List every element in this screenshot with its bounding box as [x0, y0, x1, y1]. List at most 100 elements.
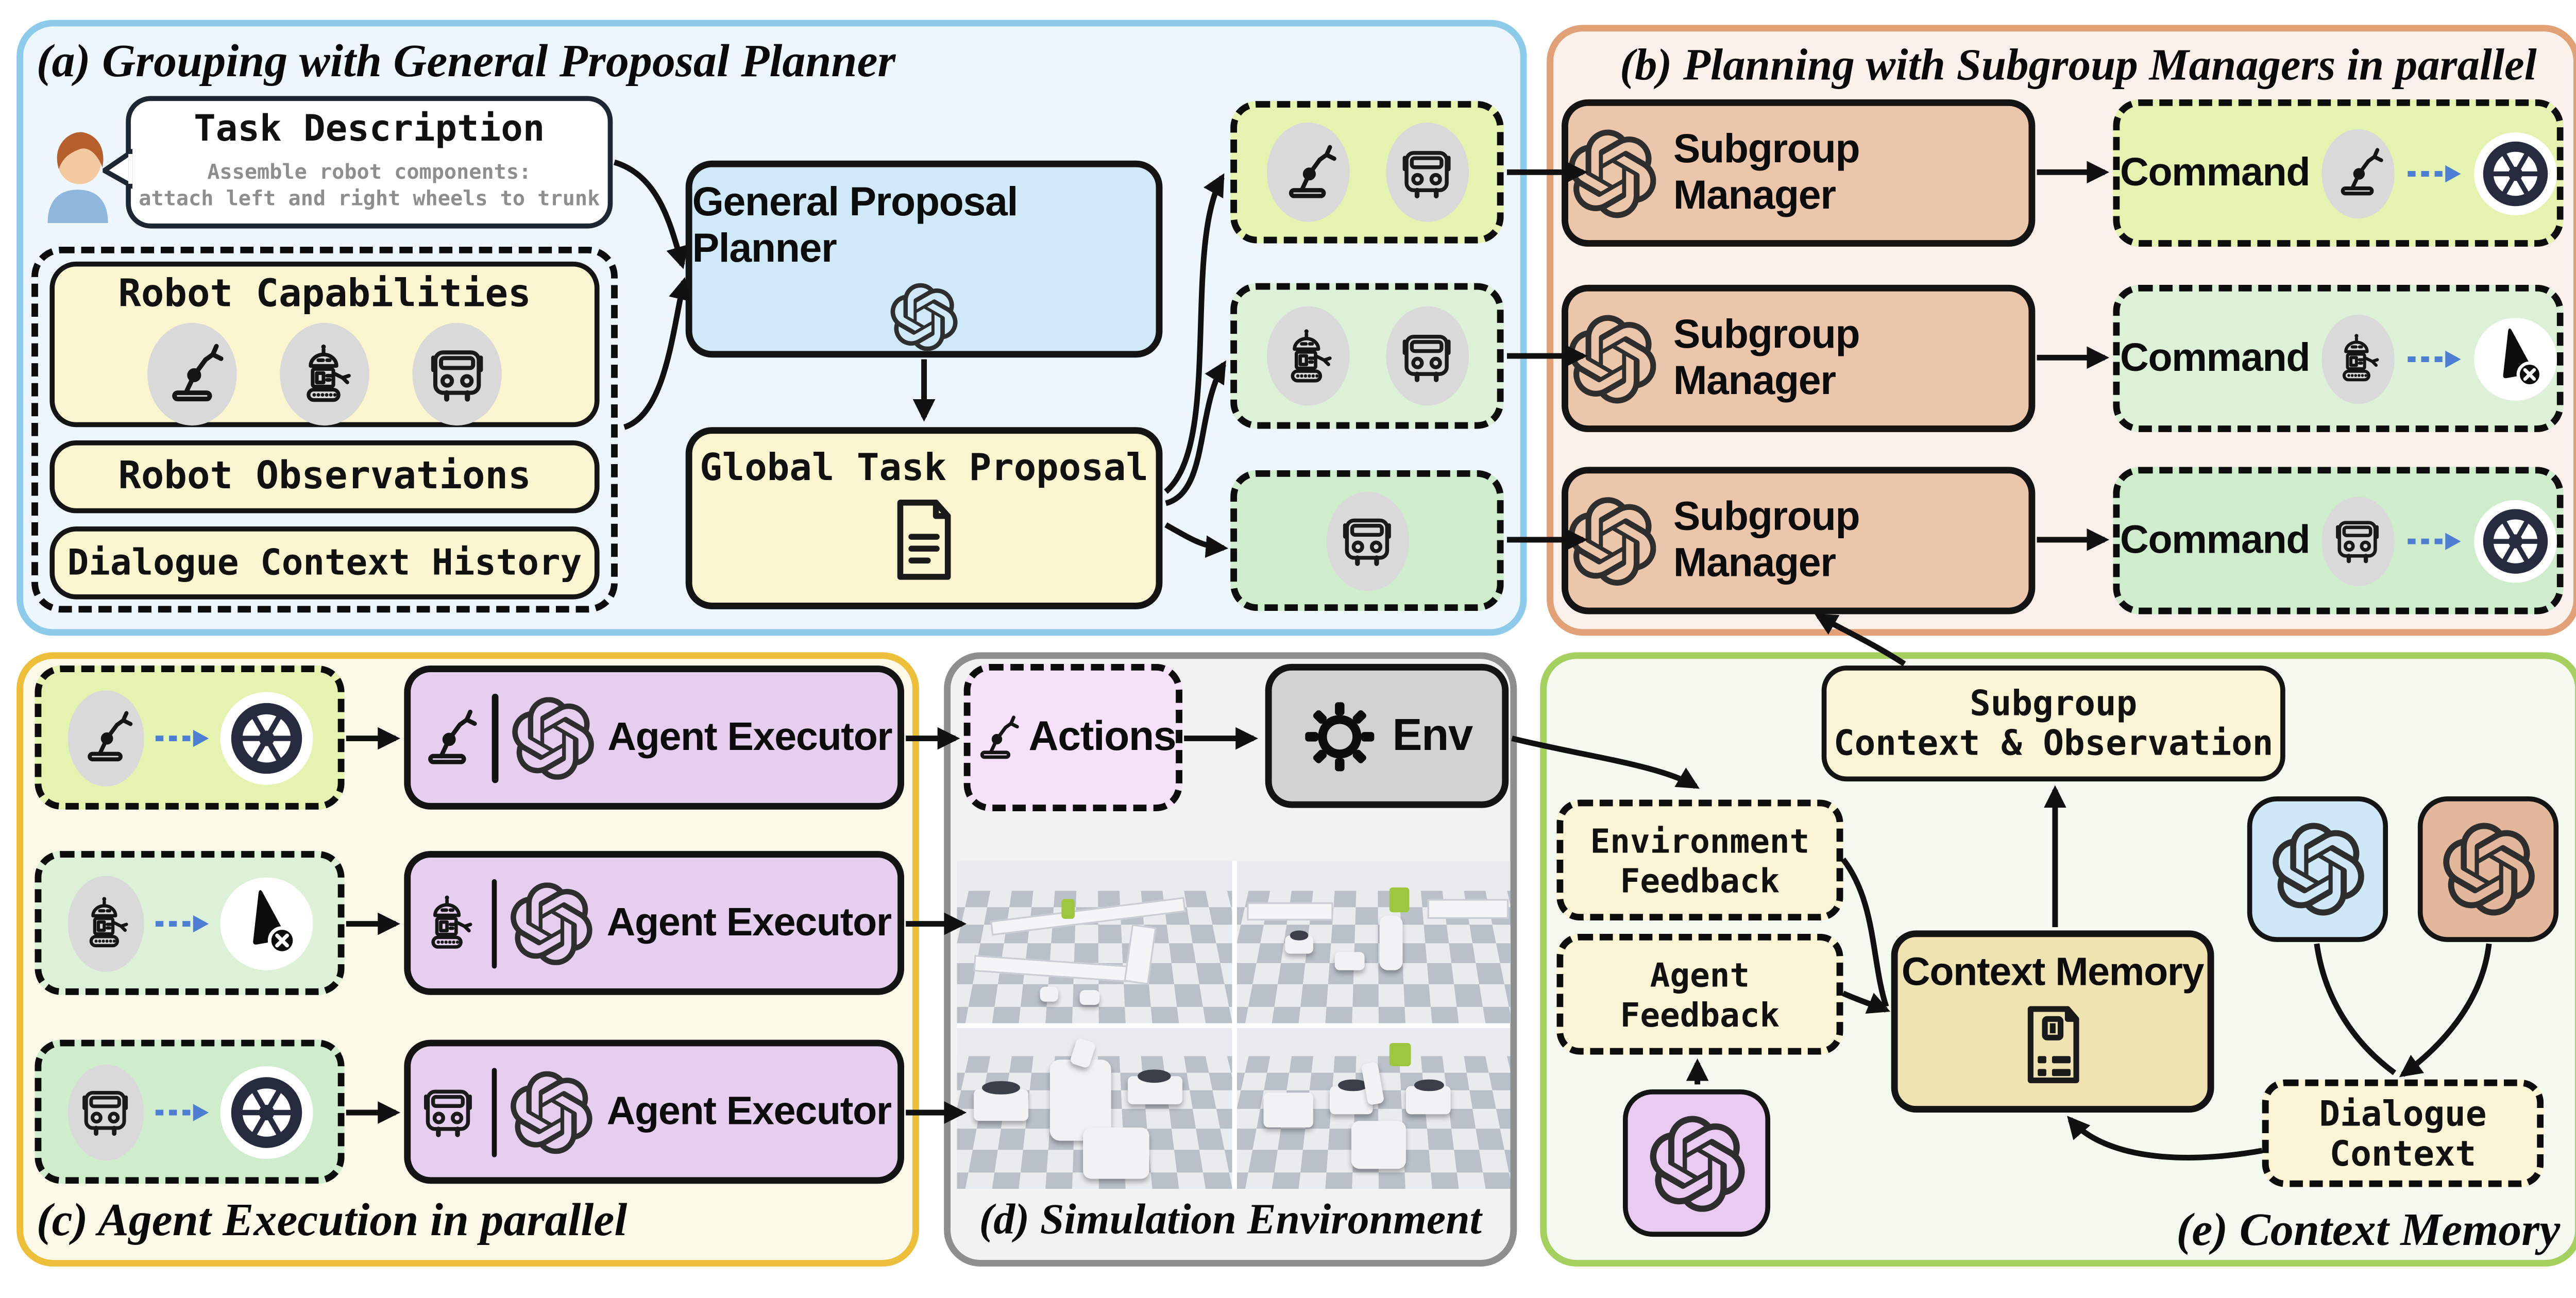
openai-logo-icon: [511, 882, 594, 965]
divider: [492, 693, 499, 782]
truck-icon: [417, 1081, 479, 1142]
command-box-2: Command: [2113, 284, 2564, 432]
assignment-box-2: [35, 851, 345, 995]
simulation-screenshot-4: [1236, 1027, 1511, 1189]
command-label: Command: [2120, 149, 2310, 195]
robot-observations-label: Robot Observations: [118, 455, 531, 499]
agent-executor-box-3: Agent Executor: [404, 1039, 904, 1184]
robot-arm-icon: [971, 706, 1021, 769]
assignment-box-3: [35, 1039, 345, 1184]
subgroup-context-line1: Subgroup: [1970, 684, 2138, 724]
openai-logo-icon: [1568, 314, 1657, 403]
subgroup-context-observation-box: Subgroup Context & Observation: [1821, 665, 2285, 782]
global-task-proposal-box: Global Task Proposal: [685, 427, 1163, 609]
robot-arm-icon: [2330, 146, 2385, 200]
planner-inputs-group: [31, 246, 618, 613]
agent-llm-chip: [1623, 1089, 1771, 1237]
assign-arrow-icon: [153, 911, 209, 934]
assignment-box-1: [35, 665, 345, 810]
panel-d-title: (d) Simulation Environment: [979, 1195, 1482, 1243]
assign-arrow-icon: [2406, 347, 2462, 370]
planner-llm-chip: [2247, 796, 2388, 942]
wheel-icon: [2480, 506, 2550, 575]
task-description-text-line2: attach left and right wheels to trunk: [139, 185, 600, 211]
env-box: Env: [1265, 663, 1509, 808]
agent-executor-label: Agent Executor: [606, 1088, 892, 1134]
truck-icon: [1396, 142, 1458, 203]
robot-capabilities-box: Robot Capabilities: [49, 261, 600, 428]
general-proposal-planner-label: General Proposal Planner: [692, 180, 1019, 272]
panel-a-title: (a) Grouping with General Proposal Plann…: [36, 36, 896, 88]
task-description-text-line1: Assemble robot components:: [207, 159, 532, 184]
panel-e-title: (e) Context Memory: [2176, 1205, 2561, 1257]
dialogue-context-history-label: Dialogue Context History: [67, 542, 582, 584]
memory-card-icon: [2018, 1003, 2088, 1086]
assistant-robot-icon: [292, 341, 358, 407]
command-box-1: Command: [2113, 99, 2564, 247]
agent-executor-box-2: Agent Executor: [404, 851, 904, 995]
wheel-icon: [228, 1073, 304, 1150]
openai-logo-icon: [511, 1070, 594, 1153]
robot-arm-icon: [416, 706, 479, 769]
dialogue-context-line1: Dialogue: [2319, 1094, 2487, 1134]
agent-feedback-line1: Agent: [1650, 954, 1750, 995]
openai-logo-icon: [876, 283, 972, 351]
document-icon: [888, 497, 960, 583]
global-task-proposal-label: Global Task Proposal: [700, 447, 1149, 490]
command-label: Command: [2120, 517, 2310, 562]
assistant-robot-icon: [2330, 331, 2385, 386]
actions-box: Actions: [963, 663, 1182, 811]
robot-capabilities-label: Robot Capabilities: [118, 273, 531, 316]
environment-feedback-line2: Feedback: [1620, 860, 1780, 900]
truck-icon: [1396, 326, 1458, 387]
context-memory-label: Context Memory: [1901, 950, 2205, 995]
wheel-icon: [2480, 138, 2550, 208]
cone-unavailable-icon: [228, 885, 304, 961]
dialogue-context-line2: Context: [2329, 1133, 2477, 1173]
assistant-robot-icon: [1277, 326, 1338, 387]
openai-logo-icon: [1649, 1115, 1744, 1211]
agent-executor-box-1: Agent Executor: [404, 665, 904, 810]
assistant-robot-icon: [76, 894, 134, 952]
truck-icon: [424, 341, 490, 407]
openai-logo-icon: [512, 696, 595, 779]
dialogue-context-history-box: Dialogue Context History: [49, 526, 600, 600]
robot-arm-icon: [76, 709, 134, 767]
truck-icon: [76, 1083, 134, 1141]
truck-icon: [1336, 510, 1398, 571]
wheel-icon: [228, 699, 304, 776]
agent-executor-label: Agent Executor: [607, 714, 892, 759]
simulation-screenshots: [957, 861, 1511, 1189]
agent-executor-label: Agent Executor: [606, 899, 892, 945]
openai-logo-icon: [2442, 823, 2534, 916]
subgroup-manager-label: Subgroup Manager: [1673, 494, 1860, 586]
command-label: Command: [2120, 335, 2310, 380]
environment-feedback-box: Environment Feedback: [1556, 799, 1843, 921]
agent-feedback-line2: Feedback: [1620, 994, 1780, 1034]
robot-arm-icon: [159, 341, 226, 407]
subgroup-context-line2: Context & Observation: [1833, 723, 2274, 763]
cone-unavailable-icon: [2480, 323, 2550, 393]
environment-feedback-line1: Environment: [1590, 820, 1810, 860]
assign-arrow-icon: [153, 726, 209, 749]
manager-llm-chip: [2417, 796, 2559, 942]
command-box-3: Command: [2113, 467, 2564, 614]
task-description-bubble: Task Description Assemble robot componen…: [126, 96, 613, 229]
robot-arm-icon: [1277, 142, 1338, 203]
openai-logo-icon: [2271, 823, 2364, 916]
openai-logo-icon: [1568, 128, 1657, 218]
assistant-robot-icon: [417, 893, 479, 954]
subgroup-manager-label: Subgroup Manager: [1673, 126, 1860, 218]
divider: [492, 878, 498, 968]
subgroup-manager-box-3: Subgroup Manager: [1562, 467, 2036, 614]
actions-label: Actions: [1028, 713, 1176, 760]
env-label: Env: [1392, 710, 1473, 760]
subgroup-manager-box-1: Subgroup Manager: [1562, 99, 2036, 247]
subgroup-manager-label: Subgroup Manager: [1673, 312, 1860, 403]
subgroup-box-3: [1230, 470, 1504, 611]
general-proposal-planner-box: General Proposal Planner: [685, 160, 1163, 358]
bubble-tail: [103, 149, 133, 189]
subgroup-box-1: [1230, 101, 1504, 244]
panel-c-title: (c) Agent Execution in parallel: [36, 1195, 628, 1247]
